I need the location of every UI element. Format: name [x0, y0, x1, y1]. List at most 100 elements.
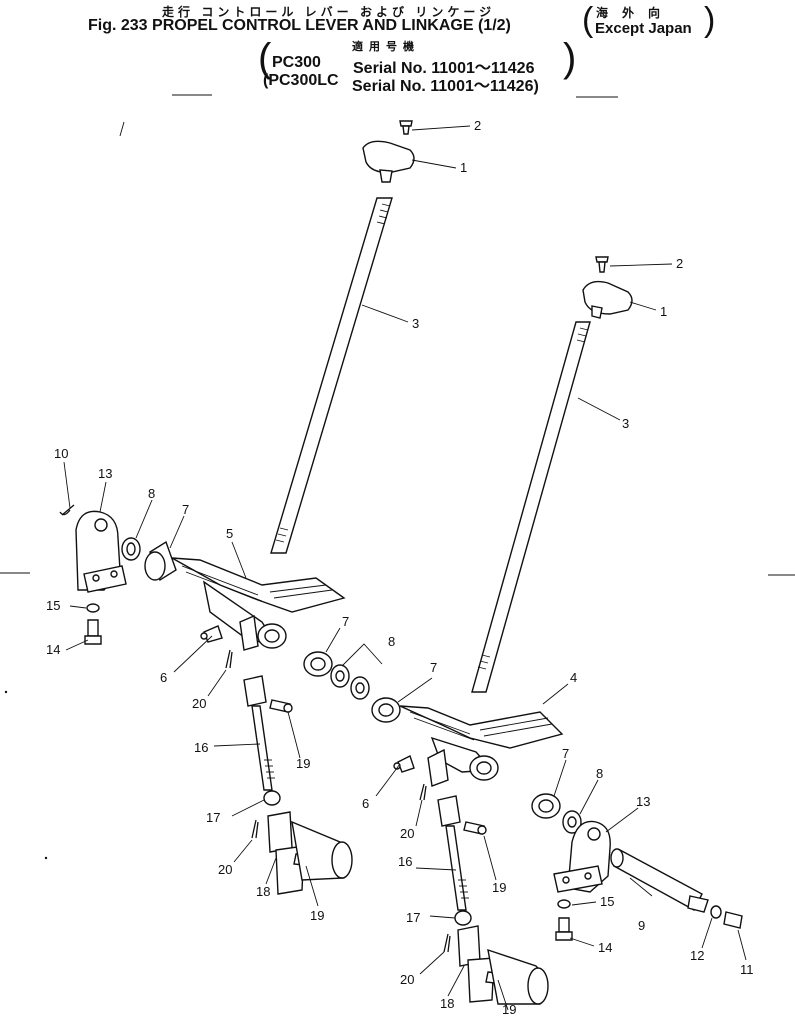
- leader-lines: [63, 125, 747, 1011]
- callout-17-right: 17: [406, 910, 420, 925]
- callout-2-right: 2: [676, 256, 683, 271]
- lever-knob-right: [582, 280, 633, 319]
- callout-17-left: 17: [206, 810, 220, 825]
- figure-title: Fig. 233 PROPEL CONTROL LEVER AND LINKAG…: [88, 17, 511, 34]
- pin-19-right-upper: [463, 821, 487, 835]
- callout-3-left: 3: [412, 316, 419, 331]
- lever-knob-left: [362, 140, 415, 183]
- model-pc300lc: (PC300LC: [263, 72, 339, 89]
- margin-marks: [0, 94, 795, 576]
- callout-14-right: 14: [598, 940, 612, 955]
- applicability-bracket-right: ): [563, 36, 577, 80]
- serial-range-pc300lc: Serial No. 11001～11426): [352, 78, 539, 95]
- callout-15-left: 15: [46, 598, 60, 613]
- callout-15-right: 15: [600, 894, 614, 909]
- callout-9: 9: [638, 918, 645, 933]
- bracket-left: [75, 510, 127, 593]
- applicability-bracket-left: (: [258, 36, 272, 80]
- clevis-left-upper: [239, 614, 267, 707]
- callout-13-left: 13: [98, 466, 112, 481]
- callout-16-left: 16: [194, 740, 208, 755]
- callout-13-right: 13: [636, 794, 650, 809]
- bushing-8-left: [121, 537, 141, 561]
- cotter-20-right-upper: [419, 783, 427, 801]
- serial-range-pc300: Serial No. 11001～11426: [353, 60, 535, 77]
- lever-rod-right: [471, 321, 591, 693]
- bushing-7-middle: [303, 651, 333, 677]
- callout-7-left: 7: [182, 502, 189, 517]
- cotter-pin-10: [59, 504, 75, 516]
- bushing-8-right: [562, 810, 582, 834]
- callout-10: 10: [54, 446, 68, 461]
- callout-7-right-a: 7: [430, 660, 437, 675]
- callout-19-left-upper: 19: [296, 756, 310, 771]
- callout-19-right-lower: 19: [502, 1002, 516, 1016]
- model-pc300: PC300: [272, 54, 321, 71]
- callout-8-middle: 8: [388, 634, 395, 649]
- pedal-lever-4: [399, 705, 564, 781]
- japanese-title: 走行 コントロール レバー および リンケージ: [162, 5, 496, 19]
- shaft-left-lower: [291, 820, 353, 881]
- callout-8-left: 8: [148, 486, 155, 501]
- callout-7-right-b: 7: [562, 746, 569, 761]
- washer-15-right: [557, 899, 571, 909]
- callout-20-left-upper: 20: [192, 696, 206, 711]
- applicable-models-heading: 適用号機: [352, 41, 420, 53]
- cotter-20-left-upper: [225, 649, 233, 669]
- callout-14-left: 14: [46, 642, 60, 657]
- clevis-18-right: [457, 925, 495, 1003]
- knob-bolt-left: [399, 120, 413, 135]
- callout-18-right: 18: [440, 996, 454, 1011]
- callout-1-right: 1: [660, 304, 667, 319]
- callout-labels: 1 2 3 1 2 3 4 5 6 6 7 7 7 7 8 8 8 9 10 1…: [46, 118, 754, 1016]
- cotter-20-right-lower: [443, 933, 451, 953]
- callout-16-right: 16: [398, 854, 412, 869]
- callout-11: 11: [740, 962, 754, 977]
- print-speck: [4, 690, 8, 694]
- washer-12: [710, 905, 722, 919]
- bushing-7-left: [144, 540, 177, 582]
- callout-8-right: 8: [596, 766, 603, 781]
- region-bracket-left: (: [582, 1, 594, 39]
- grease-fitting-6-right: [393, 755, 415, 773]
- callout-4: 4: [570, 670, 577, 685]
- callout-12: 12: [690, 948, 704, 963]
- bushing-8-middle-b: [350, 676, 370, 700]
- rod-16-right: [445, 825, 469, 911]
- callout-20-right-lower: 20: [400, 972, 414, 987]
- shaft-right-lower: [487, 948, 549, 1005]
- nut-17-right: [454, 910, 472, 926]
- callout-1-left: 1: [460, 160, 467, 175]
- cotter-20-left-lower: [251, 819, 259, 839]
- callout-20-right-upper: 20: [400, 826, 414, 841]
- pin-19-left-upper: [269, 699, 293, 713]
- callout-19-right-upper: 19: [492, 880, 506, 895]
- callout-6-left: 6: [160, 670, 167, 685]
- clevis-right-upper: [427, 748, 461, 827]
- region-english: Except Japan: [595, 20, 692, 37]
- pedal-lever-5: [171, 557, 346, 649]
- region-japanese: 海外向: [596, 6, 675, 20]
- bushing-7-right-b: [531, 793, 561, 819]
- callout-18-left: 18: [256, 884, 270, 899]
- callout-19-left-lower: 19: [310, 908, 324, 923]
- callout-6-right: 6: [362, 796, 369, 811]
- grease-fitting-6-left: [200, 625, 223, 643]
- bracket-right: [553, 820, 611, 893]
- rod-16-left: [251, 705, 275, 791]
- knob-bolt-right: [595, 256, 609, 273]
- bolt-14-right: [555, 917, 573, 941]
- pin-9: [610, 848, 709, 913]
- callout-5: 5: [226, 526, 233, 541]
- bolt-11: [723, 911, 743, 929]
- callout-20-left-lower: 20: [218, 862, 232, 877]
- region-bracket-right: ): [704, 1, 716, 39]
- callout-3-right: 3: [622, 416, 629, 431]
- callout-2-left: 2: [474, 118, 481, 133]
- nut-17-left: [263, 790, 281, 806]
- bushing-8-middle-a: [330, 664, 350, 688]
- callout-7-middle: 7: [342, 614, 349, 629]
- lever-rod-left: [270, 197, 393, 554]
- washer-15-left: [86, 603, 100, 613]
